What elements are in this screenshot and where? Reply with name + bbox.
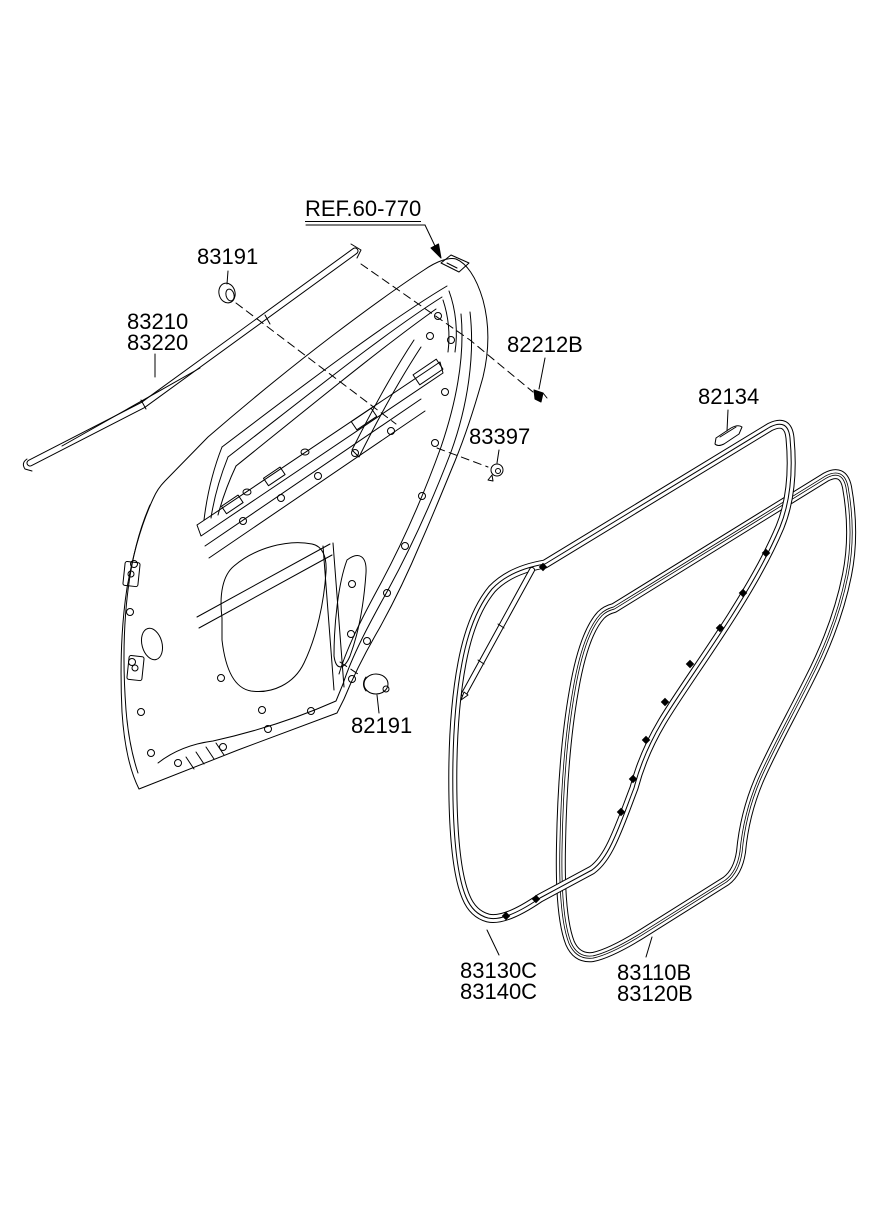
part-number-text: REF.60-770 <box>305 196 422 222</box>
callout-ref-60-770[interactable]: REF.60-770 <box>305 196 422 222</box>
part-number-text: 83140C <box>460 979 538 1004</box>
part-number-text: 83210 <box>127 309 189 334</box>
callout-82191[interactable]: 82191 <box>351 713 413 738</box>
callout-83130c-83140c[interactable]: 83130C 83140C <box>460 958 538 1004</box>
part-number-text: 83130C <box>460 958 538 983</box>
plug-82191-drawing <box>363 673 390 695</box>
part-number-text: 83397 <box>469 424 531 449</box>
body-weatherstrip-drawing <box>555 469 857 963</box>
part-number-text: 82212B <box>507 332 583 357</box>
part-number-text: 83120B <box>617 981 693 1006</box>
part-number-text: 82191 <box>351 713 413 738</box>
weatherstrip-clip-dots <box>501 548 771 921</box>
part-number-text: 83110B <box>617 960 692 985</box>
callout-leader-lines <box>154 224 729 958</box>
clip-82212b-drawing <box>533 389 548 403</box>
callout-83191[interactable]: 83191 <box>197 244 259 269</box>
door-weatherstrip-drawing <box>448 419 796 924</box>
projection-dashed-lines <box>235 263 534 677</box>
callout-83397[interactable]: 83397 <box>469 424 531 449</box>
callout-83110b-83120b[interactable]: 83110B 83120B <box>617 960 693 1006</box>
callout-82212b[interactable]: 82212B <box>507 332 583 357</box>
clip-83191-drawing <box>218 282 236 304</box>
part-number-text: 82134 <box>698 384 760 409</box>
callout-82134[interactable]: 82134 <box>698 384 760 409</box>
callout-83210-83220[interactable]: 83210 83220 <box>127 309 189 355</box>
weatherstrip-retainer-tail <box>460 567 535 701</box>
door-panel-drawing <box>120 254 489 790</box>
belt-molding-drawing <box>22 243 362 472</box>
door-bolt-holes <box>126 312 455 767</box>
part-number-text: 83191 <box>197 244 259 269</box>
clip-82134-drawing <box>714 425 743 446</box>
grommet-83397-drawing <box>487 463 504 482</box>
part-number-text: 83220 <box>127 330 189 355</box>
